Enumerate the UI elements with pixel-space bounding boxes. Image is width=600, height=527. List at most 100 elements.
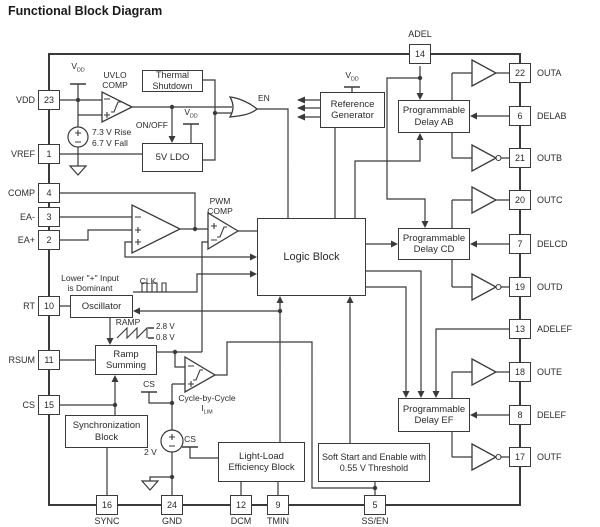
pin-label-outa: OUTA [537,68,562,78]
pin-label-ss-en: SS/EN [361,516,389,526]
uvlo-fall-label: 6.7 V Fall [92,138,128,148]
pin-label-sync: SYNC [94,516,120,526]
block-synchronization: Synchronization Block [65,415,148,448]
ramp-high-label: 2.8 V [156,322,175,331]
pin-comp: 4 [38,183,60,203]
block-programmable-delay-cd: Programmable Delay CD [398,228,470,260]
ground-icon [140,480,160,491]
vdd-rail-label: VDD [345,70,359,83]
pin-gnd: 24 [161,495,183,515]
dominant-note-line1: Lower "+" Input [61,273,119,283]
ilim-comparator-icon [184,355,217,394]
block-light-load-efficiency: Light-Load Efficiency Block [218,442,305,482]
pin-label-adelef: ADELEF [537,324,573,334]
pin-label-outf: OUTF [537,452,562,462]
pin-label-comp: COMP [8,188,35,198]
on-off-label: ON/OFF [135,120,168,130]
two-volt-source-icon [160,429,184,453]
block-thermal-shutdown: Thermal Shutdown [142,70,203,92]
inverter-bubble-icon [495,283,502,291]
pin-ea-plus: 2 [38,230,60,250]
block-reference-generator: Reference Generator [320,92,385,128]
inverter-bubble-icon [495,453,502,461]
block-5v-ldo: 5V LDO [142,143,203,172]
pin-label-vref: VREF [10,149,35,159]
pin-oute: 18 [509,362,531,382]
block-programmable-delay-ef: Programmable Delay EF [398,398,470,432]
pin-label-cs: CS [22,400,35,410]
buffer-outc-icon [471,185,498,215]
two-volt-label: 2 V [144,447,157,457]
error-amp-icon [131,203,182,255]
pin-rt: 10 [38,296,60,316]
pin-label-delcd: DELCD [537,239,568,249]
pin-ea-minus: 3 [38,207,60,227]
block-soft-start: Soft Start and Enable with 0.55 V Thresh… [318,443,430,482]
inverter-outf-icon [471,442,498,472]
pin-label-outd: OUTD [537,282,563,292]
pin-delab: 6 [509,106,531,126]
pin-adelef: 13 [509,319,531,339]
en-label: EN [258,93,270,103]
pin-label-rt: RT [23,301,35,311]
ground-icon [68,165,88,176]
pin-vdd: 23 [38,90,60,110]
pin-delef: 8 [509,405,531,425]
pin-label-adel: ADEL [408,29,432,39]
pin-label-outb: OUTB [537,153,563,163]
pin-adel: 14 [409,44,431,64]
pin-ss-en: 5 [364,495,386,515]
pin-label-ea-minus: EA- [19,212,35,222]
arrowheads [106,93,477,419]
pin-outd: 19 [509,277,531,297]
ramp-label: RAMP [115,317,141,327]
pin-outa: 22 [509,63,531,83]
pin-label-outc: OUTC [537,195,563,205]
pin-outc: 20 [509,190,531,210]
pin-label-vdd: VDD [15,95,35,105]
pin-vref: 1 [38,144,60,164]
buffer-oute-icon [471,357,498,387]
pin-label-rsum: RSUM [8,355,36,365]
block-oscillator: Oscillator [70,295,133,318]
clk-waveform-icon [138,282,167,293]
pin-rsum: 11 [38,350,60,370]
uvlo-rise-label: 7.3 V Rise [92,127,132,137]
cycle-by-cycle-label: Cycle-by-Cycle [178,393,236,403]
pin-cs: 15 [38,395,60,415]
block-logic: Logic Block [257,218,366,296]
junction-dots [75,75,423,491]
inverter-outb-icon [471,143,498,173]
page-title: Functional Block Diagram [8,4,163,18]
vdd-rail-label: VDD [71,61,85,74]
uvlo-threshold-source-icon [67,126,89,148]
cs-net-label: CS [143,379,155,389]
clk-label: CLK [139,276,157,286]
pin-dcm: 12 [230,495,252,515]
block-ramp-summing: Ramp Summing [95,345,157,375]
ramp-waveform-icon [116,326,148,340]
pwm-comparator-icon [207,211,240,251]
pin-tmin: 9 [267,495,289,515]
comparator-markers [75,98,227,447]
pin-label-delef: DELEF [537,410,567,420]
pin-outb: 21 [509,148,531,168]
pin-sync: 16 [96,495,118,515]
inverter-outd-icon [471,272,498,302]
or-gate-icon [228,96,258,118]
buffer-outa-icon [471,58,498,88]
pin-label-oute: OUTE [537,367,563,377]
vdd-rail-label: VDD [184,107,198,120]
pin-outf: 17 [509,447,531,467]
rail-bars [70,83,360,448]
dominant-note-line2: is Dominant [67,283,113,293]
pin-label-delab: DELAB [537,111,567,121]
pin-label-dcm: DCM [230,516,252,526]
pin-delcd: 7 [509,234,531,254]
wires [60,66,509,495]
ramp-low-label: 0.8 V [156,333,175,342]
inverter-bubble-icon [495,154,502,162]
pin-label-tmin: TMIN [267,516,289,526]
cs-net-label: CS [184,434,196,444]
